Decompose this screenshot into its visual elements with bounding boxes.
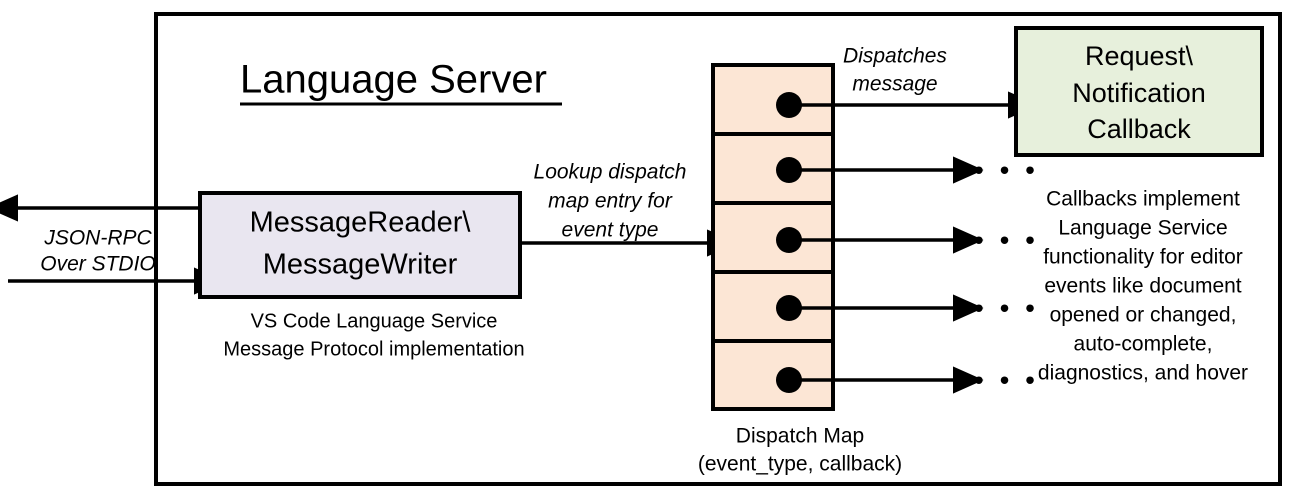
page-title: Language Server	[240, 58, 547, 102]
callback-caption-line1: Callbacks implement	[1046, 188, 1240, 211]
dispatch-map-outline	[711, 63, 835, 411]
dispatches-label-line1: Dispatches	[843, 45, 947, 68]
message-box-line1: MessageReader\	[250, 207, 472, 239]
callback-box-line3: Callback	[1087, 114, 1191, 144]
callback-caption-line3: functionality for editor	[1043, 246, 1243, 269]
lookup-label-line1: Lookup dispatch	[534, 161, 687, 184]
callback-caption-line4: events like document	[1044, 275, 1241, 298]
jsonrpc-label-line1: JSON-RPC	[43, 227, 152, 250]
dispatch-row-2-ellipsis: • • •	[974, 154, 1039, 185]
language-server-container	[154, 12, 1282, 486]
callback-box-line1: Request\	[1085, 41, 1194, 71]
callback-caption-line7: diagnostics, and hover	[1038, 362, 1248, 385]
dispatch-map[interactable]	[711, 63, 835, 411]
callback-caption-line6: auto-complete,	[1074, 333, 1213, 356]
dispatch-row-5-ellipsis: • • •	[974, 364, 1039, 395]
dispatch-row-3-ellipsis: • • •	[974, 224, 1039, 255]
message-box-line2: MessageWriter	[263, 249, 458, 281]
callback-box-line2: Notification	[1072, 78, 1206, 108]
message-box-caption-line2: Message Protocol implementation	[223, 338, 524, 360]
jsonrpc-label-line2: Over STDIO	[40, 253, 156, 276]
callback-box[interactable]	[1014, 26, 1264, 157]
dispatch-map-caption-line1: Dispatch Map	[736, 425, 864, 448]
dispatches-label-line2: message	[852, 73, 937, 96]
message-box-caption-line1: VS Code Language Service	[251, 310, 498, 332]
callback-caption-line5: opened or changed,	[1050, 304, 1237, 327]
lookup-label-line2: map entry for	[548, 190, 673, 213]
callback-caption-line2: Language Service	[1058, 217, 1227, 240]
dispatch-map-caption-line2: (event_type, callback)	[698, 453, 902, 476]
dispatch-row-4-ellipsis: • • •	[974, 292, 1039, 323]
message-reader-writer-box[interactable]	[198, 191, 522, 299]
lookup-label-line3: event type	[562, 219, 659, 242]
